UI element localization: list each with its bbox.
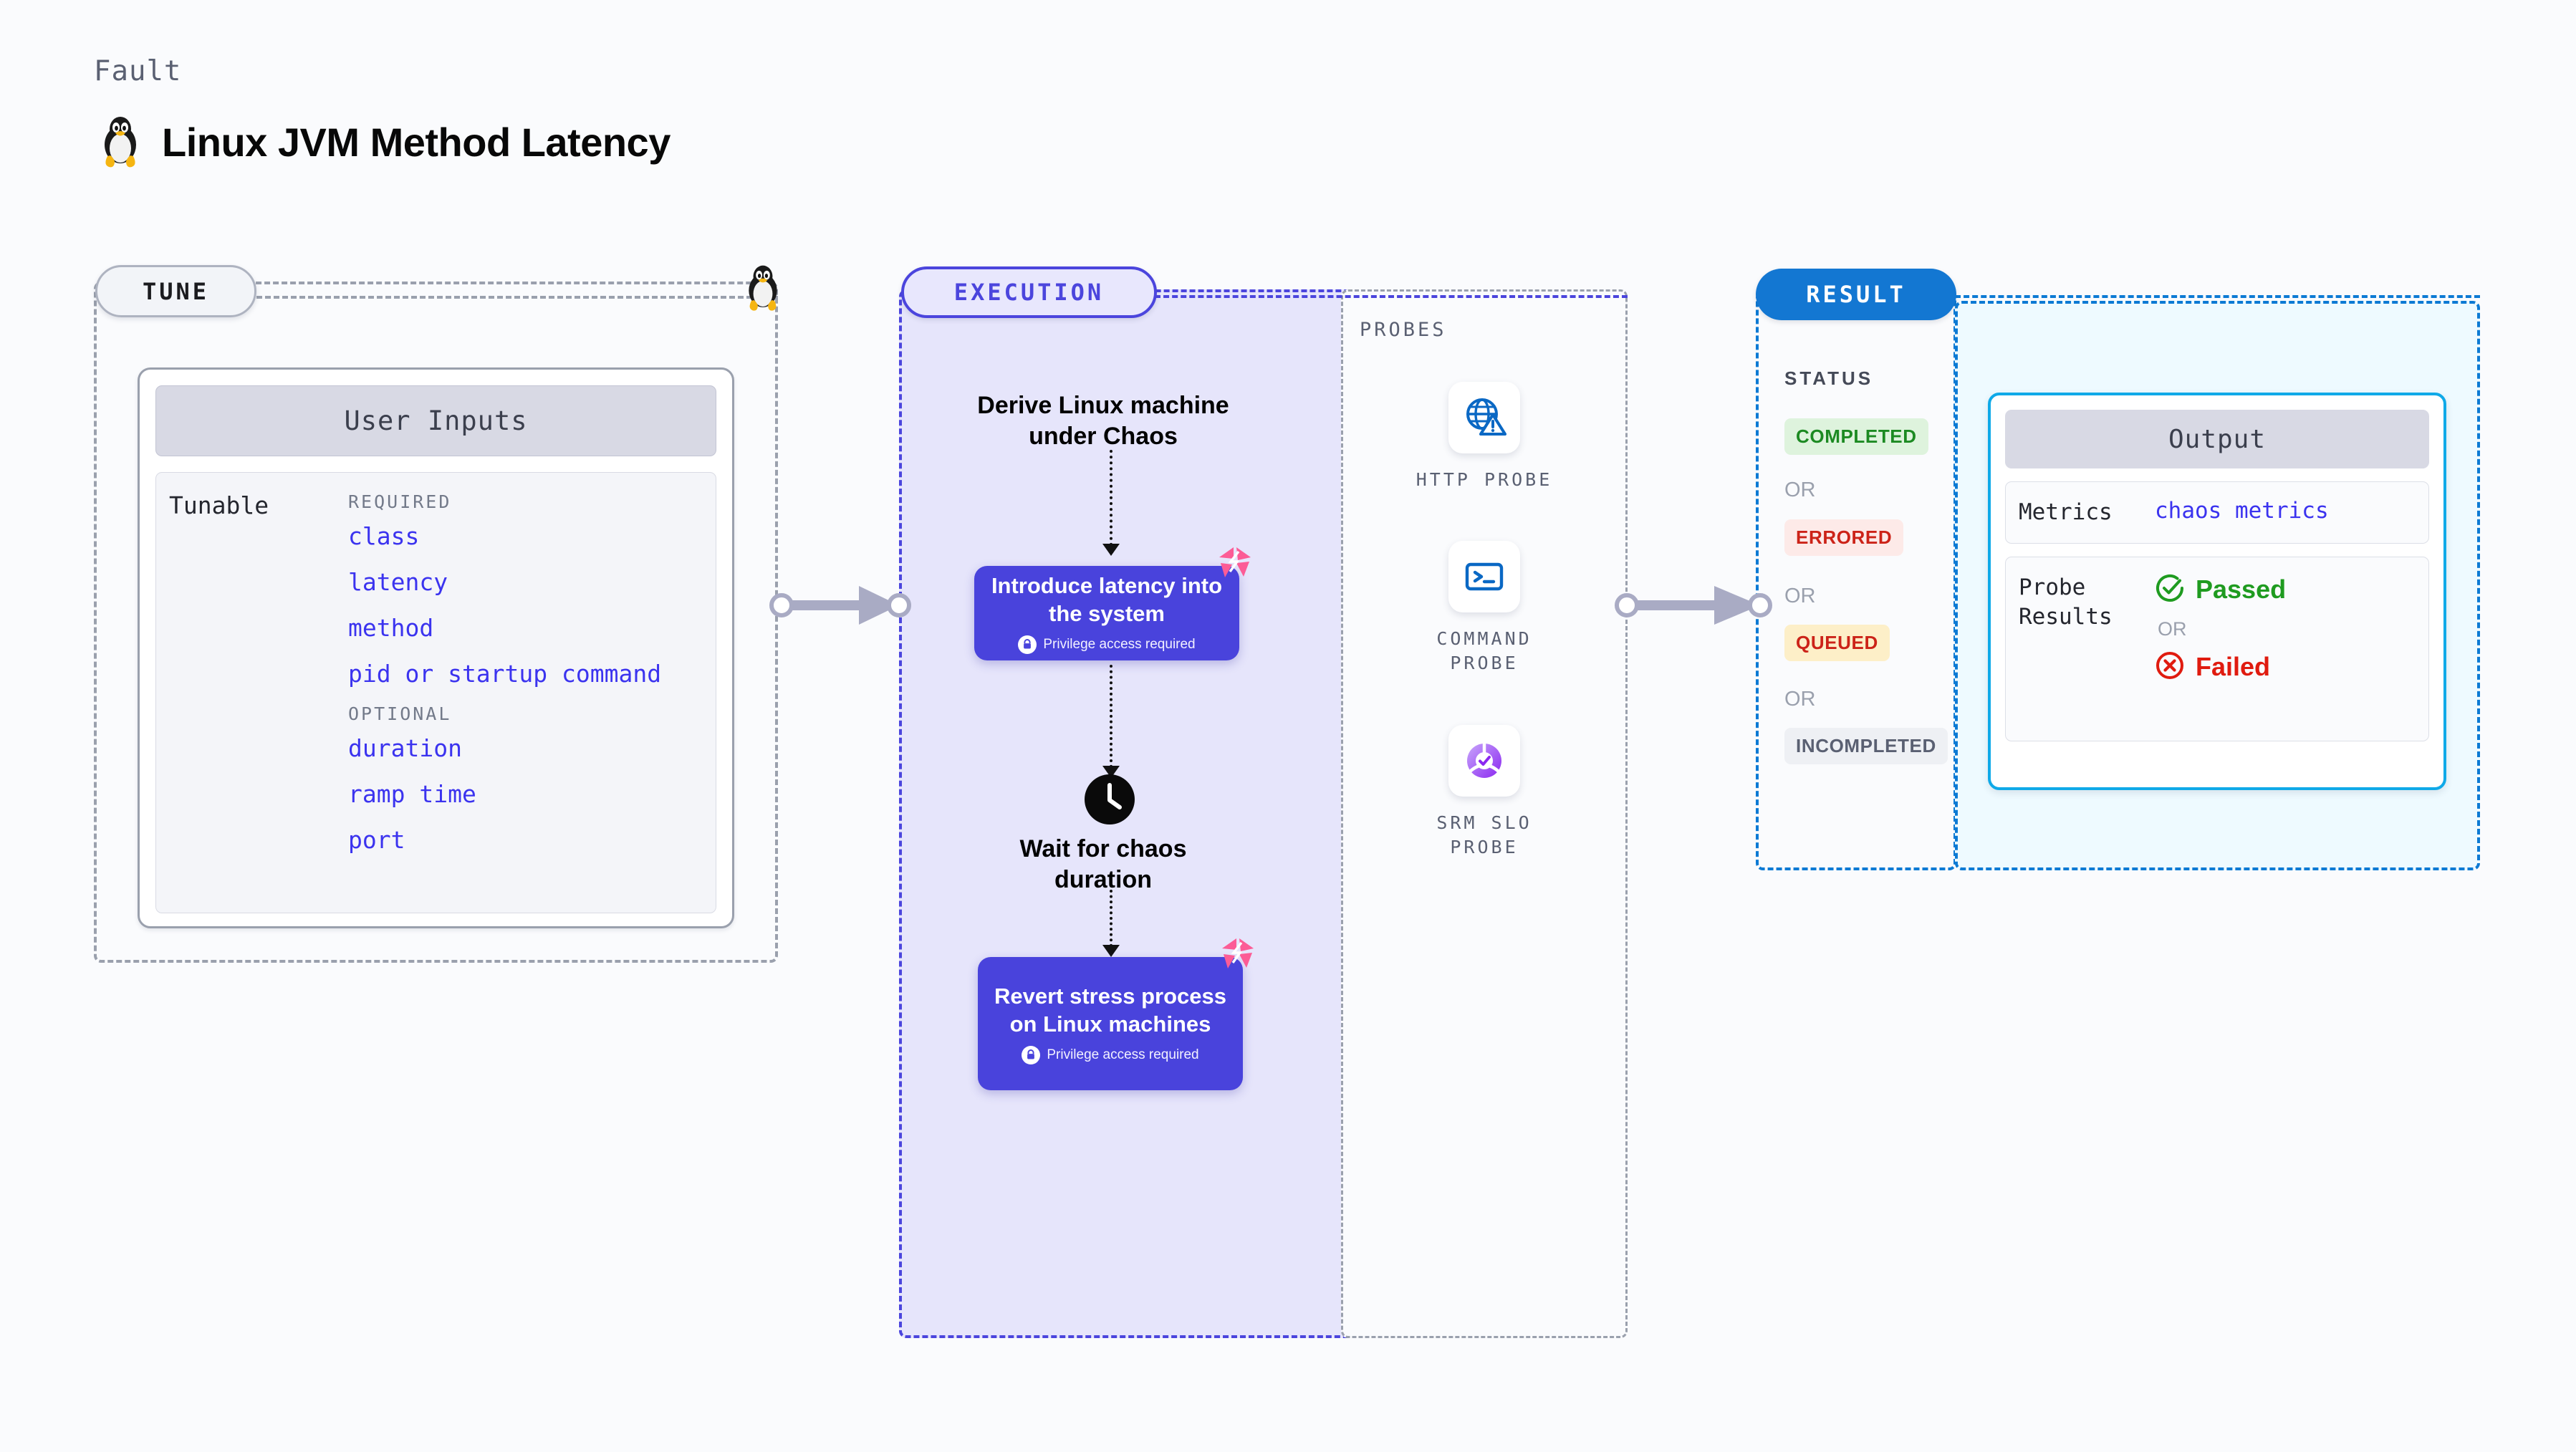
tunable-item[interactable]: duration [348,734,462,762]
probes-stage-frame [1341,289,1628,1338]
output-card: Output Metrics chaos metrics Probe Resul… [1988,393,2446,790]
execution-action-revert-stress[interactable]: Revert stress process on Linux machines … [978,957,1243,1090]
flow-connector-3 [1110,890,1112,947]
probe-name: HTTP PROBE [1416,469,1553,490]
privilege-note-text: Privilege access required [1047,1047,1199,1062]
tunable-item[interactable]: class [348,522,420,550]
slo-check-icon [1448,725,1520,797]
page-title-row: Linux JVM Method Latency [97,115,671,169]
privilege-note-text: Privilege access required [1043,636,1196,652]
tunable-box: Tunable REQUIRED class latency method pi… [155,472,716,913]
status-or-label: OR [1784,585,1816,607]
status-section-label: STATUS [1784,367,1874,389]
action-label: Revert stress process on Linux machines [994,984,1226,1037]
output-metrics-value[interactable]: chaos metrics [2155,498,2329,524]
status-badge-queued: QUEUED [1784,625,1890,661]
output-probe-results-key: Probe Results [2019,574,2113,630]
tunable-list: REQUIRED class latency method pid or sta… [348,491,710,907]
output-probe-results-values: Passed OR Failed [2155,573,2286,684]
status-badge-incompleted: INCOMPLETED [1784,728,1948,764]
result-leader-line [1955,295,2480,298]
status-badge-completed: COMPLETED [1784,418,1928,455]
user-inputs-header: User Inputs [155,385,716,456]
execution-action-introduce-latency[interactable]: Introduce latency into the system Privil… [974,566,1239,660]
tunable-item[interactable]: port [348,826,405,854]
stage-pill-result[interactable]: RESULT [1756,269,1956,320]
tunable-item[interactable]: latency [348,568,448,596]
probe-result-passed-label: Passed [2196,574,2287,605]
output-row-probe-results: Probe Results Passed OR [2005,556,2429,741]
connector-tune-to-execution [769,580,912,630]
flow-connector-1 [1110,450,1112,546]
linux-penguin-icon-small [742,264,784,316]
probe-result-failed: Failed [2155,650,2286,684]
user-inputs-card: User Inputs Tunable REQUIRED class laten… [138,367,734,928]
flow-arrowhead-1 [1102,544,1120,556]
tunable-item[interactable]: ramp time [348,780,476,808]
stage-pill-execution[interactable]: EXECUTION [901,266,1157,318]
tunable-group-label-required: REQUIRED [348,491,452,512]
probe-name: SRM SLO PROBE [1436,812,1532,857]
probe-result-or-label: OR [2158,617,2187,640]
tunable-item[interactable]: method [348,614,434,642]
linux-penguin-icon [97,115,143,169]
output-card-header: Output [2005,410,2429,468]
privilege-note: Privilege access required [1022,1045,1199,1064]
probe-item-srm-slo[interactable]: SRM SLO PROBE [1398,725,1570,860]
execution-leader-line [1155,295,1628,298]
lock-icon [1018,635,1037,654]
probe-result-passed: Passed [2155,573,2286,607]
flow-connector-2 [1110,665,1112,768]
page-title: Linux JVM Method Latency [162,119,671,165]
probe-result-failed-label: Failed [2196,652,2271,682]
lock-icon [1022,1045,1041,1064]
output-row-metrics: Metrics chaos metrics [2005,481,2429,544]
action-label: Introduce latency into the system [991,573,1223,626]
tune-stage-frame [94,282,778,963]
harness-chaos-icon [1218,934,1256,975]
stage-pill-tune[interactable]: TUNE [95,265,256,317]
harness-chaos-icon [1215,543,1254,584]
status-badge-errored: ERRORED [1784,519,1904,556]
tune-leader-line [256,296,778,299]
execution-step-derive-label: Derive Linux machine under Chaos [977,392,1229,450]
execution-step-wait-label: Wait for chaos duration [1019,835,1187,893]
probe-name: COMMAND PROBE [1436,628,1532,673]
probe-item-command[interactable]: COMMAND PROBE [1398,541,1570,675]
tunable-label: Tunable [169,491,269,519]
flow-arrowhead-3 [1102,945,1120,957]
privilege-note: Privilege access required [1018,635,1196,654]
status-or-label: OR [1784,688,1816,711]
check-circle-icon [2155,573,2185,607]
probe-item-http[interactable]: HTTP PROBE [1398,382,1570,492]
terminal-icon [1448,541,1520,612]
x-circle-icon [2155,650,2185,684]
clock-icon [1084,774,1135,829]
status-or-label: OR [1784,479,1816,501]
connector-execution-to-result [1614,580,1773,630]
tunable-item[interactable]: pid or startup command [348,660,662,688]
probes-section-label: PROBES [1360,319,1447,341]
tunable-group-label-optional: OPTIONAL [348,703,452,724]
globe-warning-icon [1448,382,1520,453]
fault-eyebrow-label: Fault [94,55,182,87]
output-metrics-key: Metrics [2019,499,2113,525]
